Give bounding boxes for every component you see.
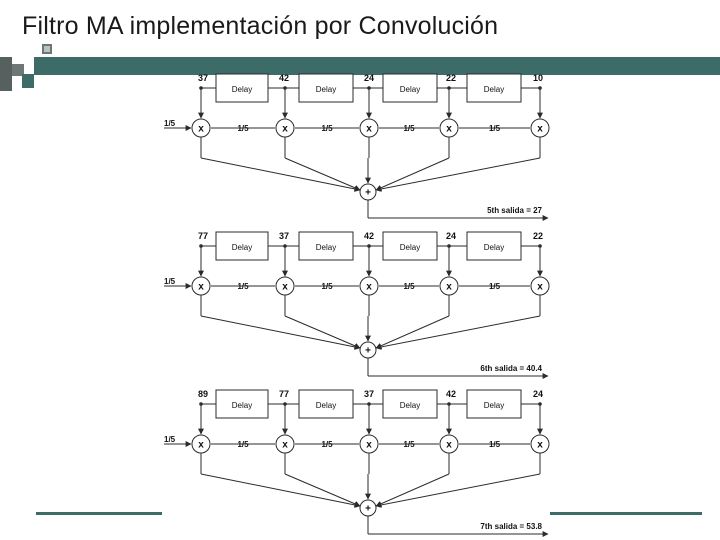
product-arrow xyxy=(284,473,361,507)
tap-value: 77 xyxy=(198,231,208,241)
delay-box xyxy=(382,231,438,261)
product-arrow xyxy=(200,315,361,350)
tap-value: 42 xyxy=(446,389,456,399)
coefficient-label: 1/5 xyxy=(403,282,415,291)
multiplier-symbol: x xyxy=(446,282,452,293)
delay-box xyxy=(466,389,522,419)
coefficient-label: 1/5 xyxy=(237,282,249,291)
coefficient-label: 1/5 xyxy=(489,124,501,133)
product-arrow xyxy=(200,473,361,508)
multiplier-symbol: x xyxy=(282,440,288,451)
sum-symbol: + xyxy=(365,504,371,515)
multiplier-symbol: x xyxy=(198,124,204,135)
multiplier-symbol: x xyxy=(282,124,288,135)
product-arrow xyxy=(200,157,361,192)
delay-label: Delay xyxy=(232,243,252,252)
delay-label: Delay xyxy=(316,85,336,94)
decorative-bullet xyxy=(44,46,50,52)
product-arrow xyxy=(375,315,450,349)
tap-value: 89 xyxy=(198,389,208,399)
tap-value: 22 xyxy=(533,231,543,241)
delay-label: Delay xyxy=(400,243,420,252)
coefficient-input-label: 1/5 xyxy=(164,435,176,444)
product-arrow xyxy=(284,157,361,191)
decorative-block xyxy=(0,57,12,91)
tap-value: 24 xyxy=(446,231,456,241)
sum-symbol: + xyxy=(365,346,371,357)
sum-symbol: + xyxy=(365,188,371,199)
coefficient-input-label: 1/5 xyxy=(164,119,176,128)
multiplier-symbol: x xyxy=(198,282,204,293)
title-underline-bar xyxy=(34,57,720,75)
delay-label: Delay xyxy=(484,243,504,252)
multiplier-symbol: x xyxy=(366,282,372,293)
footer-bar-left xyxy=(36,512,162,515)
output-label: 5th salida = 27 xyxy=(487,206,542,215)
tap-value: 24 xyxy=(364,73,374,83)
delay-label: Delay xyxy=(232,401,252,410)
tap-value: 42 xyxy=(279,73,289,83)
slide-title: Filtro MA implementación por Convolución xyxy=(22,12,499,40)
delay-label: Delay xyxy=(400,401,420,410)
product-arrow xyxy=(375,473,541,508)
tap-value: 10 xyxy=(533,73,543,83)
delay-label: Delay xyxy=(232,85,252,94)
delay-label: Delay xyxy=(484,85,504,94)
filter-stage: Delay Delay Delay Delay 77 37 42 24 22 1/5 1/5 1/5 1… xyxy=(164,231,550,379)
filter-stage: Delay Delay Delay Delay 37 42 24 22 10 1/5 1/5 1/5 1… xyxy=(164,73,550,221)
delay-box xyxy=(298,389,354,419)
coefficient-label: 1/5 xyxy=(321,282,333,291)
delay-box xyxy=(215,231,269,261)
multiplier-symbol: x xyxy=(537,440,543,451)
coefficient-label: 1/5 xyxy=(321,440,333,449)
delay-box xyxy=(298,73,354,103)
multiplier-symbol: x xyxy=(282,282,288,293)
delay-box xyxy=(215,73,269,103)
product-arrow xyxy=(375,157,541,192)
tap-value: 37 xyxy=(279,231,289,241)
product-arrow xyxy=(375,473,450,507)
tap-value: 42 xyxy=(364,231,374,241)
coefficient-label: 1/5 xyxy=(237,124,249,133)
footer-bar-right xyxy=(550,512,702,515)
delay-label: Delay xyxy=(316,243,336,252)
output-label: 6th salida = 40.4 xyxy=(480,364,542,373)
coefficient-label: 1/5 xyxy=(489,440,501,449)
product-arrow xyxy=(375,315,541,350)
delay-box xyxy=(466,73,522,103)
tap-value: 77 xyxy=(279,389,289,399)
tap-value: 37 xyxy=(198,73,208,83)
product-arrow xyxy=(375,157,450,191)
multiplier-symbol: x xyxy=(366,440,372,451)
multiplier-symbol: x xyxy=(446,440,452,451)
product-arrow xyxy=(284,315,361,349)
tap-value: 37 xyxy=(364,389,374,399)
filter-stage: Delay Delay Delay Delay 89 77 37 42 24 1/5 1/5 1/5 1… xyxy=(164,389,550,537)
coefficient-label: 1/5 xyxy=(403,124,415,133)
delay-box xyxy=(215,389,269,419)
coefficient-label: 1/5 xyxy=(403,440,415,449)
decorative-block xyxy=(12,64,24,76)
tap-value: 22 xyxy=(446,73,456,83)
delay-label: Delay xyxy=(400,85,420,94)
multiplier-symbol: x xyxy=(446,124,452,135)
delay-label: Delay xyxy=(484,401,504,410)
decorative-block xyxy=(22,74,34,88)
coefficient-label: 1/5 xyxy=(321,124,333,133)
delay-box xyxy=(382,389,438,419)
output-label: 7th salida = 53.8 xyxy=(480,522,542,531)
multiplier-symbol: x xyxy=(366,124,372,135)
multiplier-symbol: x xyxy=(537,282,543,293)
tap-value: 24 xyxy=(533,389,543,399)
delay-label: Delay xyxy=(316,401,336,410)
multiplier-symbol: x xyxy=(198,440,204,451)
coefficient-input-label: 1/5 xyxy=(164,277,176,286)
coefficient-label: 1/5 xyxy=(489,282,501,291)
multiplier-symbol: x xyxy=(537,124,543,135)
coefficient-label: 1/5 xyxy=(237,440,249,449)
